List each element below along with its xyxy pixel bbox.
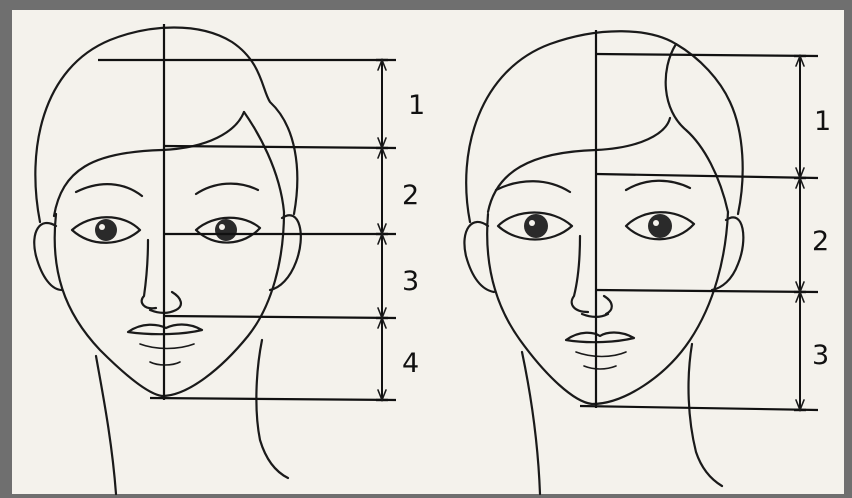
- left-label-2: 2: [402, 180, 419, 211]
- right-highlight-right: [653, 220, 659, 226]
- left-label-4: 4: [402, 348, 419, 379]
- right-label-2: 2: [812, 226, 829, 257]
- right-highlight-left: [529, 220, 535, 226]
- left-iris-right: [215, 219, 237, 241]
- right-iris-left: [524, 214, 548, 238]
- left-highlight-right: [219, 224, 225, 230]
- left-iris-left: [95, 219, 117, 241]
- left-label-3: 3: [402, 266, 419, 297]
- left-highlight-left: [99, 224, 105, 230]
- right-label-1: 1: [814, 106, 831, 137]
- left-label-1: 1: [408, 90, 425, 121]
- right-label-3: 3: [812, 340, 829, 371]
- right-iris-right: [648, 214, 672, 238]
